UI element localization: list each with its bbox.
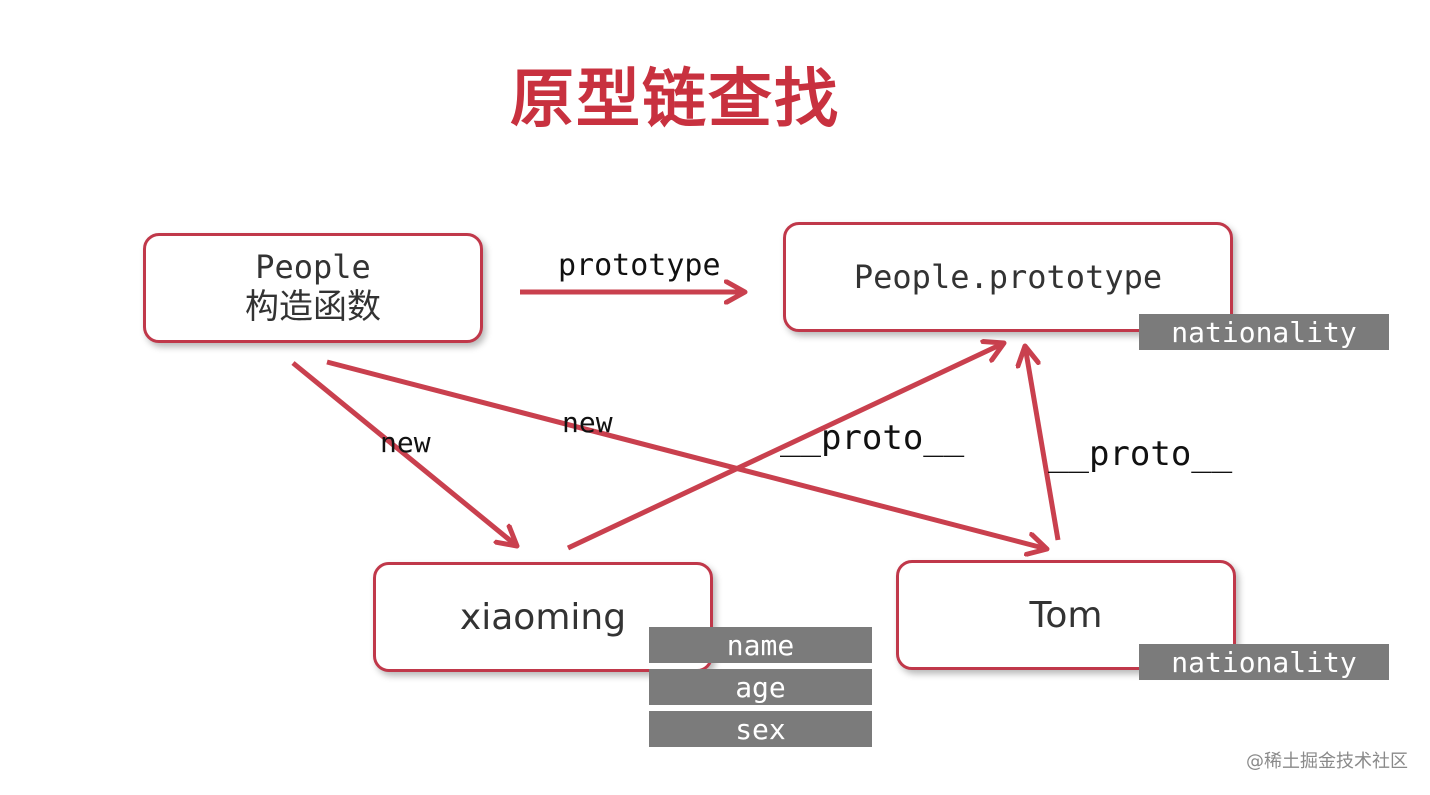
edge-label-prototype: prototype [558, 248, 721, 283]
people-node-subtitle: 构造函数 [245, 287, 381, 327]
xiaoming-label: xiaoming [459, 596, 627, 638]
edge-proto-tom-arrow [1025, 346, 1061, 541]
edge-label-proto-xiaoming: __proto__ [780, 418, 965, 458]
xiaoming-prop-sex: sex [649, 711, 872, 747]
xiaoming-prop-age: age [649, 669, 872, 705]
people-prototype-node: People.prototype [783, 222, 1233, 332]
tom-prop-nationality: nationality [1139, 644, 1389, 680]
edge-label-new-tom: new [562, 406, 613, 439]
edge-new-tom-arrow [326, 359, 1047, 549]
edge-label-proto-tom: __proto__ [1048, 434, 1233, 474]
source-watermark: @稀土掘金技术社区 [1246, 751, 1408, 772]
xiaoming-prop-name: name [649, 627, 872, 663]
people-constructor-node: People 构造函数 [143, 233, 483, 343]
people-prototype-prop-nationality: nationality [1139, 314, 1389, 350]
edge-label-new-xiaoming: new [380, 426, 431, 459]
diagram-title: 原型链查找 [510, 63, 840, 137]
edge-proto-xiaoming-arrow [566, 343, 1004, 551]
tom-label: Tom [1029, 594, 1103, 636]
people-prototype-label: People.prototype [853, 258, 1163, 296]
people-node-name: People [255, 248, 371, 286]
edge-new-xiaoming-arrow [291, 361, 517, 546]
